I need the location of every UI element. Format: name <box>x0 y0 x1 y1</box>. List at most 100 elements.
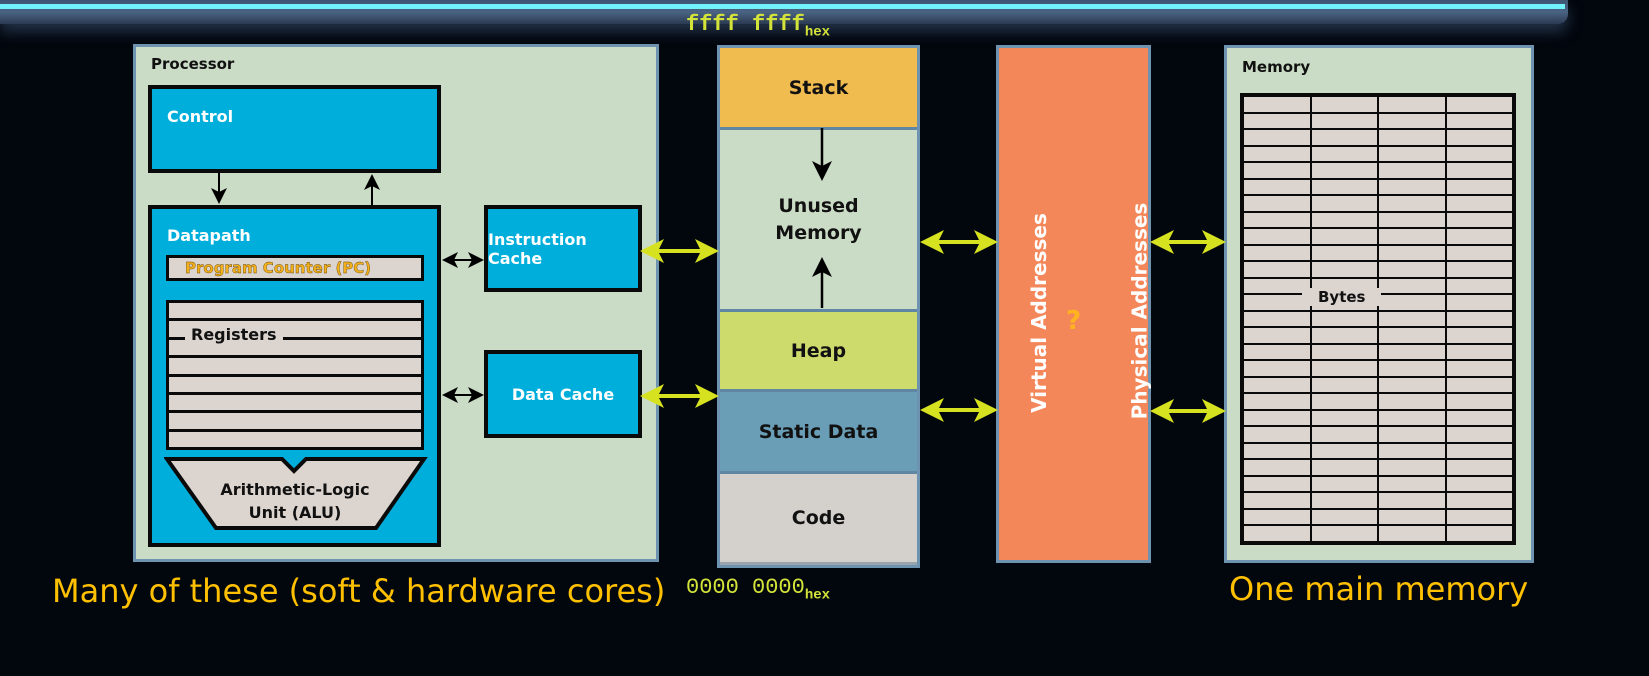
memory-byte-cell <box>1378 442 1446 459</box>
segment-stack: Stack <box>720 48 917 130</box>
memory-byte-cell <box>1378 393 1446 410</box>
memory-byte-cell <box>1445 360 1513 377</box>
bottom-address-suffix: hex <box>804 587 831 604</box>
bottom-address-label: 0000 0000hex <box>686 575 830 603</box>
memory-byte-cell <box>1378 492 1446 509</box>
memory-byte-cell <box>1378 294 1446 311</box>
top-address-label: ffff ffffhex <box>686 12 830 40</box>
memory-byte-cell <box>1445 277 1513 294</box>
processor-title: Processor <box>151 55 235 73</box>
memory-byte-cell <box>1310 525 1378 542</box>
registers-label: Registers <box>185 325 283 344</box>
memory-byte-cell <box>1243 244 1311 261</box>
memory-byte-cell <box>1310 261 1378 278</box>
memory-byte-cell <box>1378 343 1446 360</box>
memory-byte-cell <box>1378 508 1446 525</box>
segment-unused-label-line1: Unused <box>778 194 859 217</box>
memory-byte-cell <box>1243 327 1311 344</box>
memory-byte-cell <box>1445 261 1513 278</box>
memory-byte-cell <box>1243 162 1311 179</box>
memory-byte-cell <box>1378 459 1446 476</box>
segment-code: Code <box>720 474 917 565</box>
virtual-addresses-label: Virtual Addresses <box>1027 213 1051 413</box>
memory-byte-cell <box>1243 178 1311 195</box>
memory-byte-cell <box>1243 376 1311 393</box>
memory-byte-cell <box>1378 376 1446 393</box>
memory-byte-cell <box>1243 525 1311 542</box>
control-label: Control <box>167 107 234 126</box>
memory-byte-cell <box>1378 195 1446 212</box>
memory-byte-cell <box>1378 228 1446 245</box>
memory-byte-cell <box>1445 244 1513 261</box>
memory-byte-cell <box>1445 409 1513 426</box>
segment-unused-label-line2: Memory <box>775 221 862 244</box>
memory-byte-cell <box>1243 508 1311 525</box>
register-file <box>166 300 424 450</box>
memory-byte-cell <box>1243 112 1311 129</box>
memory-byte-cell <box>1310 426 1378 443</box>
memory-byte-cell <box>1310 195 1378 212</box>
memory-byte-cell <box>1310 244 1378 261</box>
memory-byte-cell <box>1445 145 1513 162</box>
memory-byte-cell <box>1378 525 1446 542</box>
memory-byte-cell <box>1378 112 1446 129</box>
memory-byte-cell <box>1378 244 1446 261</box>
memory-byte-cell <box>1445 327 1513 344</box>
segment-heap: Heap <box>720 312 917 392</box>
memory-byte-cell <box>1243 442 1311 459</box>
top-address-suffix: hex <box>804 24 831 41</box>
segment-static-data: Static Data <box>720 392 917 474</box>
memory-byte-cell <box>1445 508 1513 525</box>
data-cache: Data Cache <box>484 350 642 438</box>
memory-byte-cell <box>1243 492 1311 509</box>
memory-byte-cell <box>1445 393 1513 410</box>
memory-byte-cell <box>1445 475 1513 492</box>
memory-byte-cell <box>1243 475 1311 492</box>
segment-unused-memory: Unused Memory <box>720 130 917 312</box>
memory-byte-cell <box>1243 195 1311 212</box>
memory-byte-cell <box>1310 360 1378 377</box>
memory-byte-cell <box>1445 459 1513 476</box>
alu-shape <box>164 457 428 530</box>
memory-byte-cell <box>1243 360 1311 377</box>
memory-byte-cell <box>1310 393 1378 410</box>
program-counter: Program Counter (PC) <box>166 255 424 281</box>
address-space: Stack Unused Memory Heap Static Data Cod… <box>717 45 920 568</box>
memory-byte-cell <box>1378 327 1446 344</box>
control-unit: Control <box>148 85 441 173</box>
memory-byte-cell <box>1378 211 1446 228</box>
alu-label-line2: Unit (ALU) <box>248 503 342 522</box>
segment-stack-label: Stack <box>788 76 849 99</box>
instruction-cache: Instruction Cache <box>484 205 642 292</box>
register-row <box>169 376 421 392</box>
memory-grid <box>1240 93 1516 545</box>
memory-byte-cell <box>1310 409 1378 426</box>
bottom-address-value: 0000 0000 <box>686 575 805 600</box>
memory-byte-cell <box>1310 228 1378 245</box>
caption-main-memory: One main memory <box>1229 570 1529 608</box>
memory-byte-cell <box>1243 261 1311 278</box>
top-address-value: ffff ffff <box>686 12 805 37</box>
memory-byte-cell <box>1310 310 1378 327</box>
physical-addresses-wrap: Physical Addresses <box>1059 203 1219 420</box>
memory-byte-cell <box>1378 178 1446 195</box>
caption-processors: Many of these (soft & hardware cores) <box>52 572 666 610</box>
memory-byte-cell <box>1310 129 1378 146</box>
alu-label-line1: Arithmetic-Logic <box>220 480 370 499</box>
memory-title: Memory <box>1242 58 1311 76</box>
title-bar-accent-line <box>0 4 1565 9</box>
instruction-cache-label: Instruction Cache <box>488 229 587 268</box>
memory-byte-cell <box>1243 211 1311 228</box>
memory-byte-cell <box>1310 178 1378 195</box>
memory-byte-cell <box>1243 310 1311 327</box>
memory-byte-cell <box>1445 376 1513 393</box>
bytes-label: Bytes <box>1302 288 1382 306</box>
memory-byte-cell <box>1243 145 1311 162</box>
memory-byte-cell <box>1445 195 1513 212</box>
memory-byte-cell <box>1378 310 1446 327</box>
segment-code-label: Code <box>791 507 846 529</box>
memory-byte-cell <box>1378 261 1446 278</box>
memory-byte-cell <box>1243 294 1311 311</box>
memory-byte-cell <box>1378 162 1446 179</box>
memory-byte-cell <box>1445 96 1513 113</box>
